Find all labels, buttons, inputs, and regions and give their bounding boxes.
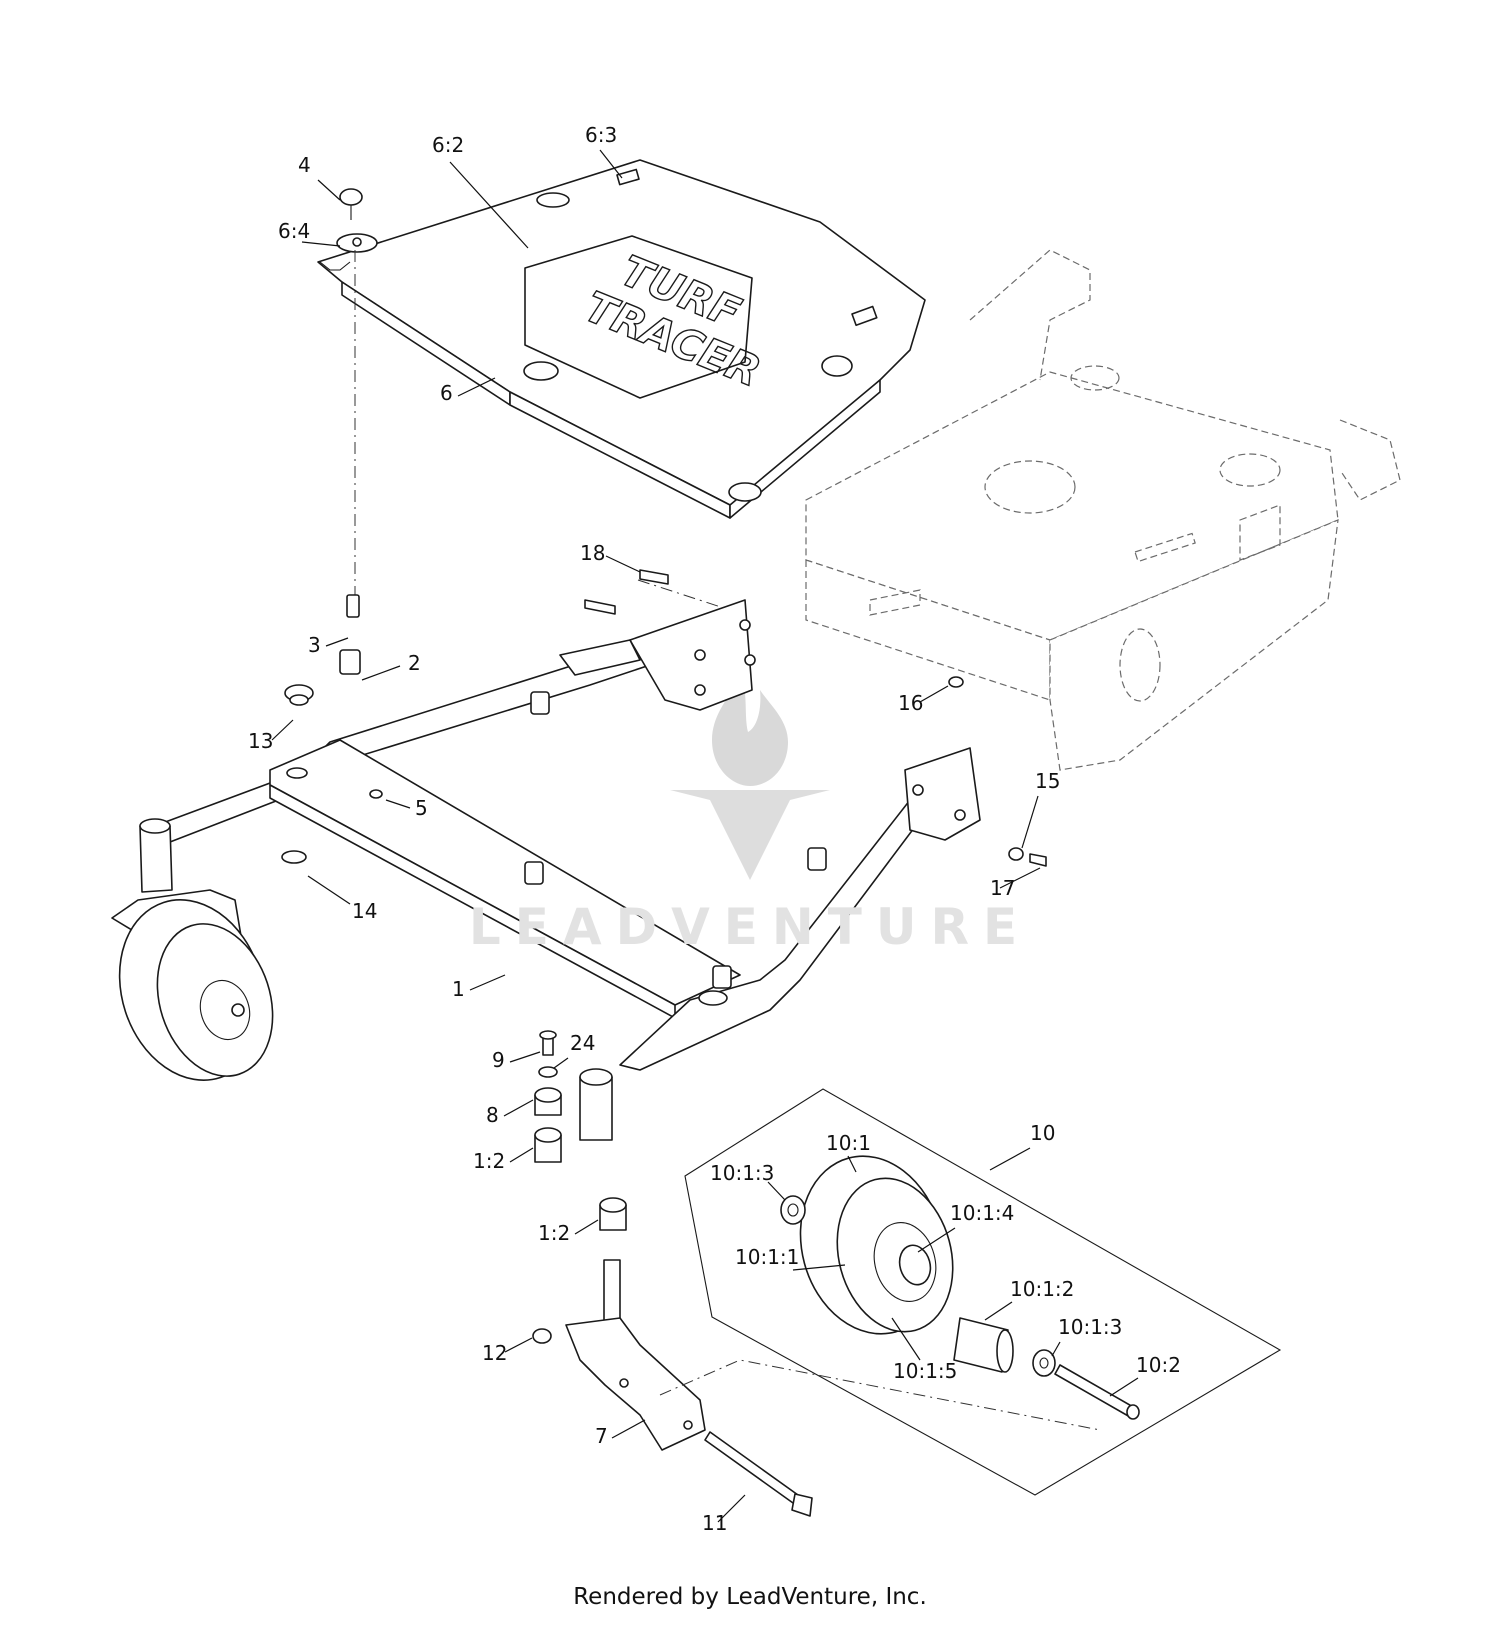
callout-leader-1-2a — [509, 1147, 534, 1163]
callout-leader-12 — [504, 1337, 533, 1353]
callout-label-10-1-1: 10:1:1 — [735, 1245, 799, 1269]
callout-leader-6 — [457, 377, 496, 397]
callout-label-24: 24 — [570, 1031, 595, 1055]
assembly-line-wheel — [659, 1359, 1101, 1431]
watermark-text: LEADVENTURE — [468, 898, 1032, 956]
callout-label-10-2: 10:2 — [1136, 1353, 1181, 1377]
callout-label-15: 15 — [1035, 769, 1060, 793]
callout-label-3: 3 — [308, 633, 321, 657]
callout-leader-10-1-3a — [767, 1181, 786, 1201]
callout-label-18: 18 — [580, 541, 605, 565]
ring-14 — [281, 850, 307, 864]
callout-label-2: 2 — [408, 651, 421, 675]
callout-leader-24 — [553, 1057, 569, 1069]
callout-label-8: 8 — [486, 1103, 499, 1127]
callout-leader-17 — [999, 867, 1041, 889]
callout-leader-5 — [385, 799, 411, 809]
callout-leader-10-1-3b — [1051, 1341, 1061, 1357]
callout-label-6: 6 — [440, 381, 453, 405]
callout-label-10-1-3b: 10:1:3 — [1058, 1315, 1122, 1339]
bushing-stack — [534, 1030, 627, 1231]
callout-leader-15 — [1021, 795, 1039, 849]
pin-3 — [346, 594, 360, 618]
callout-leader-7 — [611, 1419, 646, 1439]
washer-10-1-3a — [780, 1195, 806, 1225]
axle-10-2 — [1054, 1364, 1140, 1420]
bolt-11 — [704, 1431, 813, 1517]
callout-label-12: 12 — [482, 1341, 507, 1365]
callout-label-14: 14 — [352, 899, 377, 923]
callout-leader-3 — [325, 637, 349, 647]
nut-5 — [369, 789, 383, 799]
watermark-logo — [670, 678, 830, 880]
washer-10-1-3b — [1032, 1349, 1056, 1377]
callout-label-1: 1 — [452, 977, 465, 1001]
callout-leader-2 — [361, 665, 401, 681]
washer-15-bolt-17 — [1008, 847, 1047, 867]
assembly-box-10 — [684, 1088, 1282, 1496]
nut-12 — [532, 1328, 552, 1344]
callout-label-10-1-5: 10:1:5 — [893, 1359, 957, 1383]
callout-leader-9 — [509, 1051, 541, 1063]
callout-leader-16 — [919, 685, 949, 703]
callout-leader-8 — [503, 1099, 534, 1117]
bolts-18 — [584, 569, 669, 615]
callout-label-1-2b: 1:2 — [538, 1221, 570, 1245]
grommet-13 — [284, 684, 314, 706]
spacer-10-1-2 — [953, 1317, 1014, 1373]
callout-label-10-1-2: 10:1:2 — [1010, 1277, 1074, 1301]
caster-fork-7 — [565, 1259, 706, 1451]
mower-body-ghost — [805, 249, 1401, 771]
callout-leader-18 — [605, 555, 641, 573]
callout-leader-10-1-1 — [792, 1264, 846, 1271]
callout-label-17: 17 — [990, 876, 1015, 900]
callout-label-10: 10 — [1030, 1121, 1055, 1145]
callout-leader-6-4 — [301, 241, 341, 247]
callout-label-7: 7 — [595, 1424, 608, 1448]
callout-label-10-1: 10:1 — [826, 1131, 871, 1155]
callout-leader-10-1-2 — [984, 1301, 1013, 1321]
callout-leader-10-1-4 — [917, 1227, 956, 1253]
callout-leader-1 — [469, 974, 506, 991]
callout-leader-13 — [271, 719, 294, 741]
callout-label-6-4: 6:4 — [278, 219, 310, 243]
callout-leader-10-1 — [847, 1155, 857, 1173]
callout-leader-6-2 — [449, 161, 529, 249]
callout-leader-1-2b — [574, 1219, 599, 1235]
callout-leader-10 — [989, 1147, 1031, 1171]
callout-leader-14 — [307, 875, 351, 905]
callout-leader-6-3 — [599, 149, 623, 179]
callout-label-4: 4 — [298, 153, 311, 177]
springs — [339, 649, 827, 989]
callout-label-11: 11 — [702, 1511, 727, 1535]
callout-leader-4 — [317, 179, 341, 201]
assembly-line-18 — [637, 579, 731, 611]
footer-credit: Rendered by LeadVenture, Inc. — [573, 1584, 927, 1610]
callout-label-6-3: 6:3 — [585, 123, 617, 147]
callout-label-6-2: 6:2 — [432, 133, 464, 157]
top-cover: TURF TRACER — [317, 159, 926, 519]
pin-4 — [339, 188, 363, 220]
callout-label-10-1-3a: 10:1:3 — [710, 1161, 774, 1185]
callout-label-16: 16 — [898, 691, 923, 715]
callout-label-1-2a: 1:2 — [473, 1149, 505, 1173]
callout-label-10-1-4: 10:1:4 — [950, 1201, 1014, 1225]
callout-leader-10-1-5 — [891, 1317, 921, 1361]
left-caster-wheel — [111, 889, 274, 1081]
callout-leader-10-2 — [1109, 1377, 1139, 1397]
wheel-10-1 — [799, 1155, 954, 1335]
frame — [139, 599, 981, 1141]
callout-leader-11 — [717, 1494, 746, 1523]
callout-label-9: 9 — [492, 1048, 505, 1072]
callout-label-13: 13 — [248, 729, 273, 753]
callout-label-5: 5 — [415, 796, 428, 820]
nut-16 — [948, 676, 964, 688]
